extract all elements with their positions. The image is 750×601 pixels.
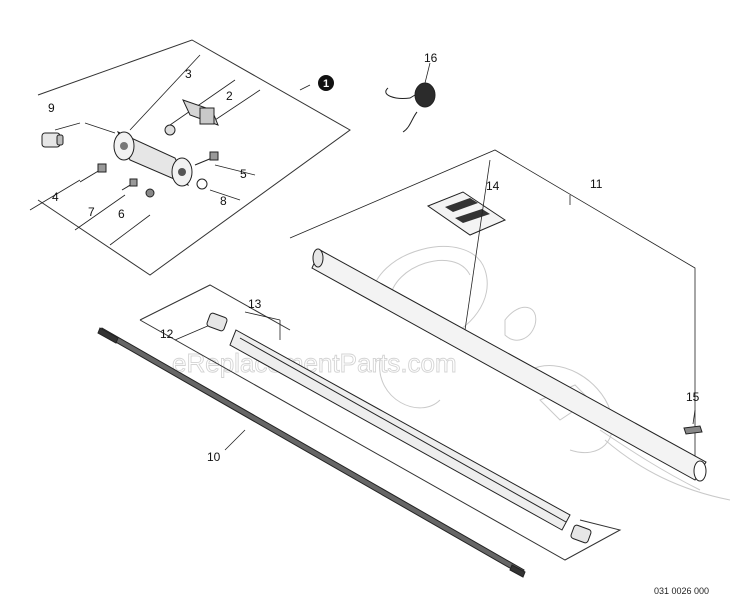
callout-8: 8 — [220, 194, 227, 208]
assembly-frame-lower — [139, 284, 622, 561]
part-15-shim — [683, 425, 703, 435]
diagram-code: 031 0026 000 — [654, 586, 709, 596]
part-11-shaft-tube — [311, 248, 707, 482]
callout-9: 9 — [48, 101, 55, 115]
part-10-drive-shaft — [97, 327, 526, 578]
part-13-liner — [229, 329, 571, 531]
group-badge: 1 — [318, 75, 334, 91]
callouts: 3 2 9 4 7 6 5 8 16 14 11 13 12 15 10 — [48, 51, 700, 464]
assembly-frame-group-1 — [37, 39, 351, 276]
callout-5: 5 — [240, 167, 247, 181]
svg-text:1: 1 — [323, 78, 329, 90]
callout-7: 7 — [88, 205, 95, 219]
callout-14: 14 — [486, 179, 500, 193]
clamp-housing — [113, 131, 193, 187]
part-12-bushing-bottom — [570, 524, 592, 544]
callout-6: 6 — [118, 207, 125, 221]
part-2-bracket — [182, 99, 219, 126]
callout-3: 3 — [185, 67, 192, 81]
part-14-decal — [426, 191, 507, 236]
callout-15: 15 — [686, 390, 700, 404]
part-12-bushing-top — [206, 312, 228, 332]
group-1-leaders — [29, 54, 261, 246]
part-7-bolt — [121, 178, 138, 191]
callout-16: 16 — [424, 51, 438, 65]
part-16-hanger — [385, 82, 436, 133]
callout-13: 13 — [248, 297, 262, 311]
part-3-ring — [164, 124, 176, 136]
part-8-washer — [196, 178, 208, 190]
part-4-bolt — [79, 163, 107, 183]
callout-12: 12 — [160, 327, 174, 341]
callout-10: 10 — [207, 450, 221, 464]
part-6-nut — [145, 188, 155, 198]
callout-11: 11 — [590, 177, 603, 191]
part-5-screw — [194, 151, 219, 166]
part-9-plug — [41, 132, 64, 148]
callout-2: 2 — [226, 89, 233, 103]
callout-4: 4 — [52, 190, 59, 204]
